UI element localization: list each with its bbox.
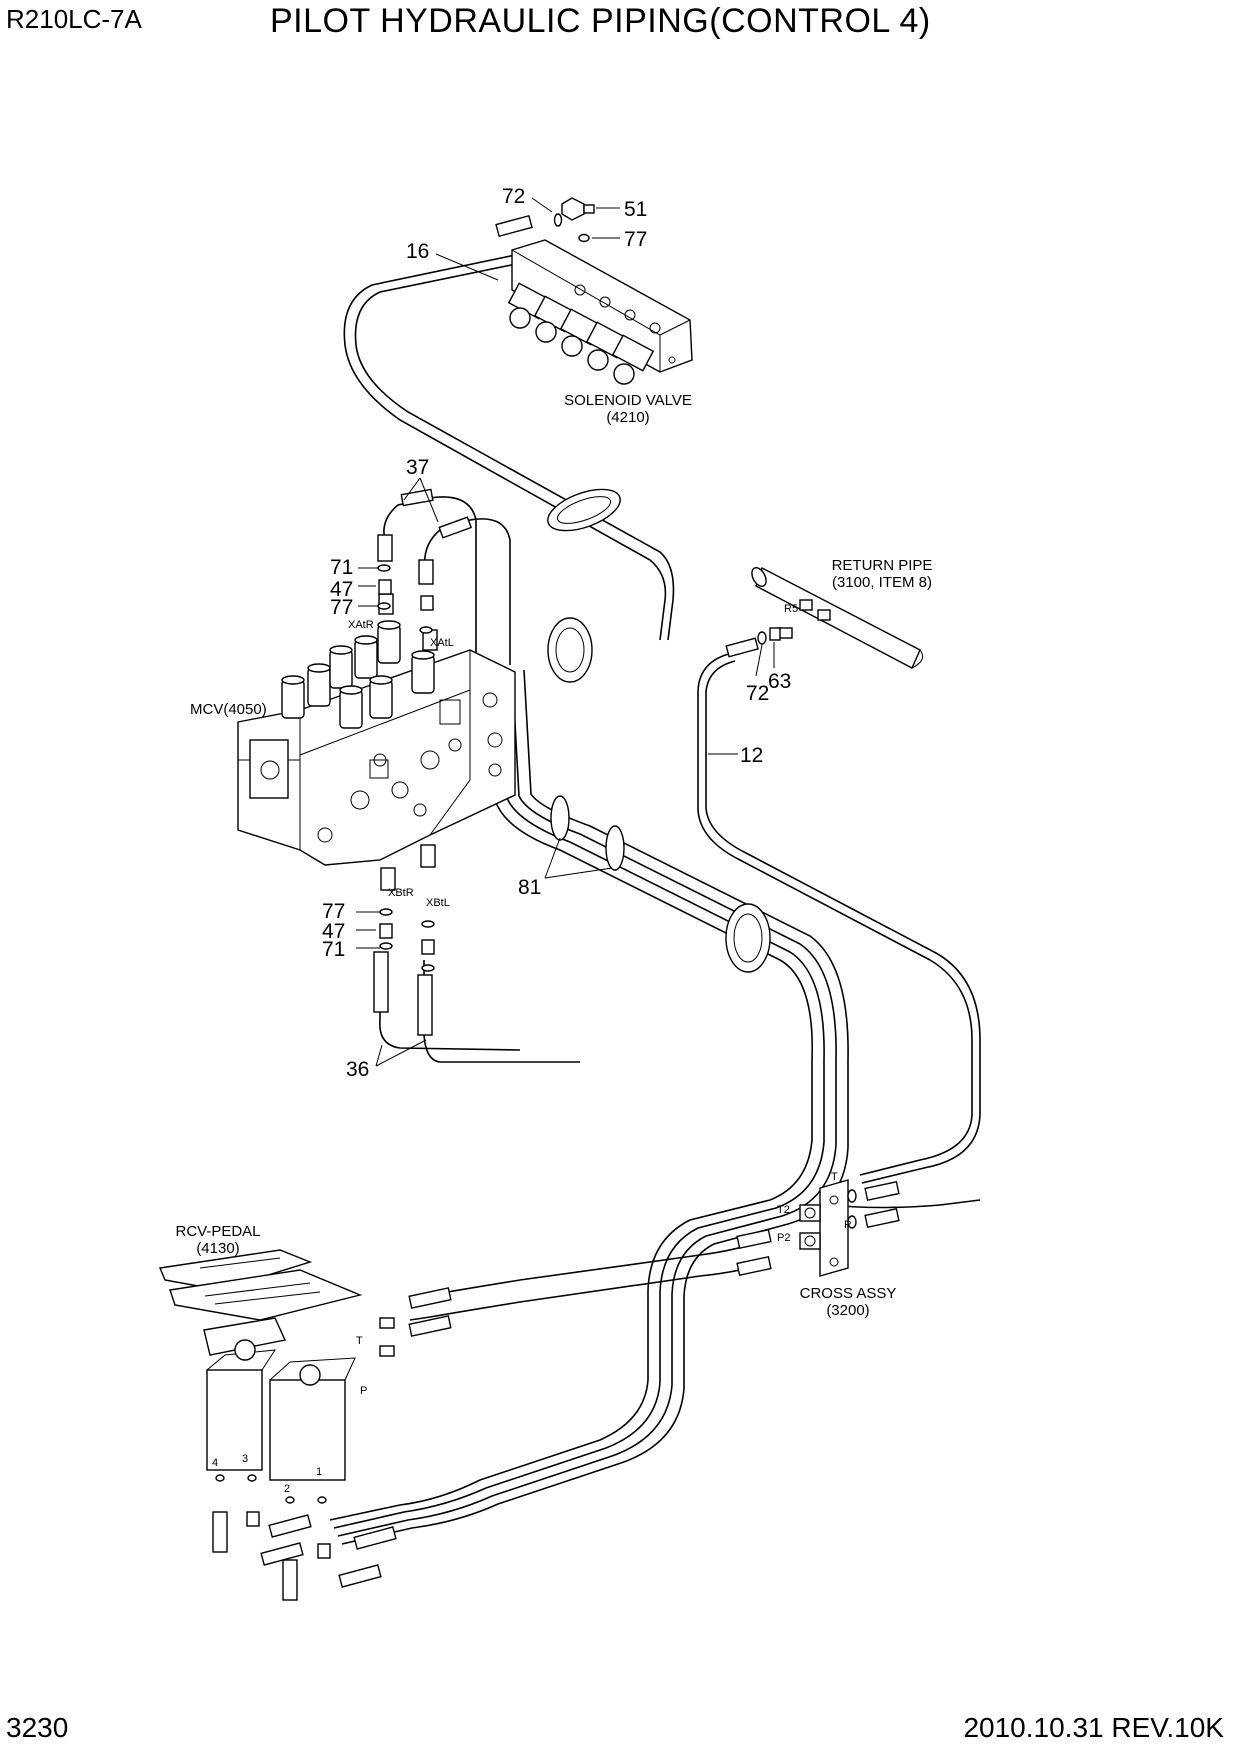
solenoid-valve-label: SOLENOID VALVE xyxy=(564,392,692,409)
callout-77-top: 77 xyxy=(624,228,647,251)
callout-12: 12 xyxy=(740,744,763,767)
port-xbtl: XBtL xyxy=(426,897,450,909)
pedal-port-1: 1 xyxy=(316,1466,322,1478)
o-ring-71-lower xyxy=(379,942,435,972)
mcv-fitting-xbtl xyxy=(420,844,436,868)
callout-16: 16 xyxy=(406,240,429,263)
port-t: T xyxy=(831,1171,838,1183)
port-p: P xyxy=(844,1219,851,1231)
pipe-16 xyxy=(343,253,675,641)
solenoid-valve-ref: (4210) xyxy=(606,409,649,426)
pedal-port-2: 2 xyxy=(284,1483,290,1495)
port-t2: T2 xyxy=(777,1204,790,1216)
rcv-pedal-ref: (4130) xyxy=(196,1240,239,1257)
o-ring-77-top xyxy=(578,233,590,243)
grommet-ring-middle xyxy=(547,617,593,683)
callout-71-upper: 71 xyxy=(330,556,353,579)
page-title: PILOT HYDRAULIC PIPING(CONTROL 4) xyxy=(270,2,931,40)
hose-end-12 xyxy=(725,637,759,658)
rcv-pedal-label: RCV-PEDAL xyxy=(175,1223,260,1240)
grommet-ring-lower xyxy=(725,903,771,973)
revision-date: 2010.10.31 REV.10K xyxy=(963,1712,1224,1743)
port-xatl: XAtL xyxy=(430,637,454,649)
o-ring-72-top xyxy=(553,213,563,227)
return-pipe-ref: (3100, ITEM 8) xyxy=(832,574,932,591)
leader-lines xyxy=(356,197,775,1067)
cross-hose-ends xyxy=(736,1180,900,1277)
hose-end-37-left xyxy=(377,488,434,562)
port-r5: R5 xyxy=(784,603,798,615)
callout-51: 51 xyxy=(624,198,647,221)
hose-end-36 xyxy=(373,951,433,1036)
clamp-81-b xyxy=(605,825,625,871)
grommet-ring-upper xyxy=(547,488,621,532)
pedal-fittings xyxy=(212,1474,331,1601)
port-p-pedal: P xyxy=(360,1385,367,1397)
pedal-hose-ends xyxy=(260,1287,452,1588)
return-pipe-label: RETURN PIPE xyxy=(832,557,933,574)
cross-assy-ref: (3200) xyxy=(826,1302,869,1319)
callout-81: 81 xyxy=(518,876,541,899)
hose-end-16 xyxy=(495,214,533,238)
callout-36: 36 xyxy=(346,1058,369,1081)
callout-77-lower: 77 xyxy=(322,900,345,923)
pipe-36 xyxy=(379,960,580,1063)
pedal-port-3: 3 xyxy=(242,1453,248,1465)
callout-37: 37 xyxy=(406,456,429,479)
elbow-63 xyxy=(769,627,781,641)
o-ring-72-return xyxy=(757,631,767,645)
adapter-47-lower xyxy=(379,923,435,955)
port-xatr: XAtR xyxy=(348,619,374,631)
callout-47-lower: 47 xyxy=(322,920,345,943)
hose-end-37-right xyxy=(418,516,473,585)
page-number: 3230 xyxy=(6,1712,69,1743)
adapter-47-upper xyxy=(378,579,434,611)
rcv-pedal xyxy=(159,1249,363,1481)
solenoid-valve xyxy=(507,239,693,385)
port-p2: P2 xyxy=(777,1232,790,1244)
pipe-12 xyxy=(697,652,981,1184)
pipes-mcv-to-pedal xyxy=(329,669,849,1545)
port-t-pedal: T xyxy=(356,1335,363,1347)
elbow-fitting-51 xyxy=(561,197,595,221)
model-number: R210LC-7A xyxy=(6,4,142,34)
callout-72-top: 72 xyxy=(502,185,525,208)
mcv-fitting-xbtr xyxy=(380,867,396,891)
o-ring-71-upper xyxy=(377,564,391,572)
pedal-port-4: 4 xyxy=(212,1457,218,1469)
mcv-block xyxy=(237,649,516,866)
cross-assy-label: CROSS ASSY xyxy=(800,1285,897,1302)
callout-72-return: 72 xyxy=(746,682,769,705)
callout-77-upper: 77 xyxy=(330,596,353,619)
clamp-81-a xyxy=(550,795,570,841)
callout-71-lower: 71 xyxy=(322,938,345,961)
return-pipe xyxy=(751,567,924,669)
cross-assy xyxy=(799,1179,849,1277)
callout-63: 63 xyxy=(768,670,791,693)
callout-47-upper: 47 xyxy=(330,578,353,601)
mcv-spool-caps xyxy=(281,620,435,729)
mcv-label: MCV(4050) xyxy=(190,701,267,718)
port-xbtr: XBtR xyxy=(388,887,414,899)
